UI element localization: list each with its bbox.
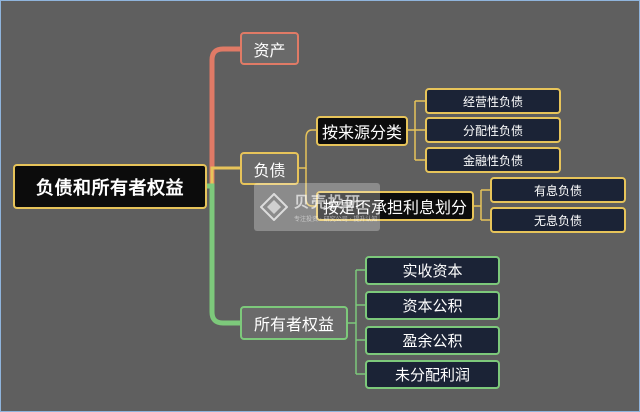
- node-interest-bearing[interactable]: 有息负债: [490, 177, 626, 203]
- node-non-interest-bearing[interactable]: 无息负债: [490, 207, 626, 233]
- node-undistributed-profit[interactable]: 未分配利润: [365, 360, 500, 389]
- branch-liabilities-line: [210, 166, 240, 186]
- node-liabilities[interactable]: 负债: [240, 152, 299, 185]
- link-by-source: [299, 129, 316, 169]
- watermark-name: 贝壳投研: [294, 193, 363, 211]
- node-distributive-liabilities[interactable]: 分配性负债: [425, 117, 561, 143]
- node-paid-in-capital[interactable]: 实收资本: [365, 256, 500, 285]
- shell-logo-icon: [260, 193, 288, 221]
- node-by-source[interactable]: 按来源分类: [316, 116, 408, 146]
- node-capital-reserve[interactable]: 资本公积: [365, 291, 500, 320]
- node-operating-liabilities[interactable]: 经营性负债: [425, 88, 561, 114]
- branch-assets-line: [207, 46, 240, 189]
- node-equity[interactable]: 所有者权益: [240, 306, 348, 340]
- node-by-interest[interactable]: 按是否承担利息划分: [316, 191, 474, 221]
- node-financial-liabilities[interactable]: 金融性负债: [425, 147, 561, 173]
- link-source-items: [408, 100, 425, 161]
- link-equity-items: [348, 269, 365, 375]
- link-by-interest: [305, 168, 316, 207]
- watermark-slogan: 专注投资 · 研究公司 · 提升认知: [294, 216, 378, 223]
- root-node[interactable]: 负债和所有者权益: [13, 164, 207, 209]
- link-interest-items: [474, 189, 490, 221]
- watermark: 贝壳投研 专注投资 · 研究公司 · 提升认知: [254, 183, 380, 231]
- node-assets[interactable]: 资产: [240, 32, 299, 65]
- node-surplus-reserve[interactable]: 盈余公积: [365, 326, 500, 355]
- branch-equity-line: [207, 183, 240, 326]
